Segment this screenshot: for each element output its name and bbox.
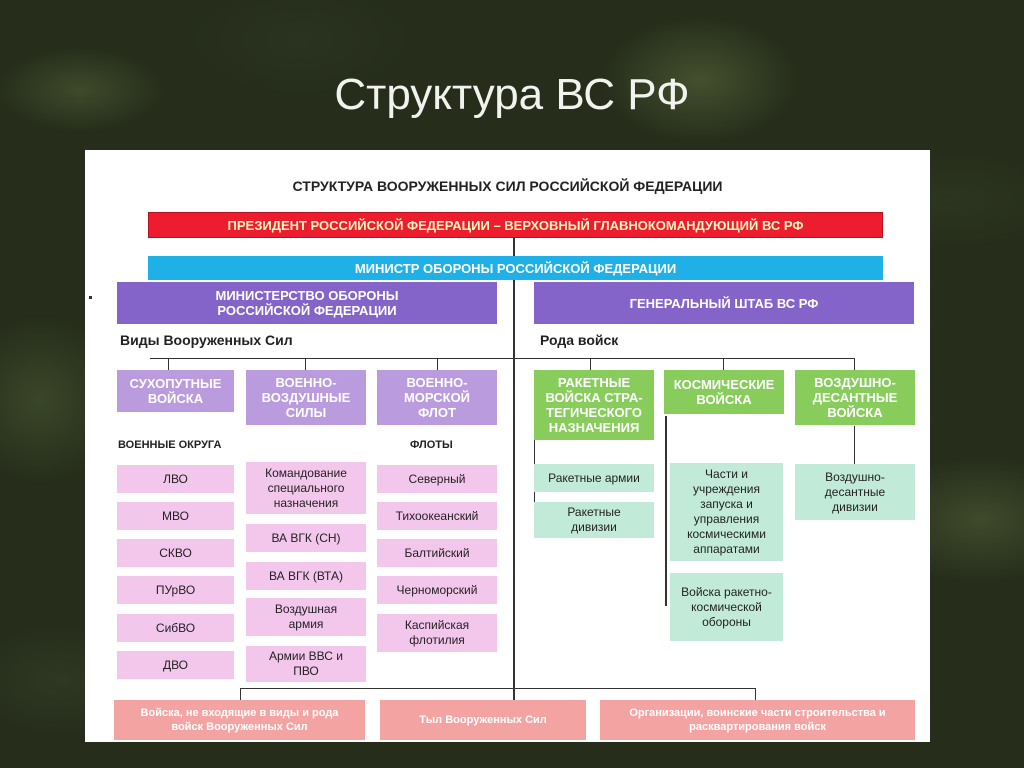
arm-space-forces: КОСМИЧЕСКИЕ ВОЙСКА xyxy=(664,370,784,414)
construction-box: Организации, воинские части строительств… xyxy=(600,700,915,740)
main-trunk-line xyxy=(513,238,515,700)
rocket-unit-item: Ракетные дивизии xyxy=(534,502,654,538)
president-box: ПРЕЗИДЕНТ РОССИЙСКОЙ ФЕДЕРАЦИИ – ВЕРХОВН… xyxy=(148,212,883,238)
bottom-connector-line xyxy=(240,688,755,689)
fleet-item: Тихоокеанский xyxy=(377,502,497,530)
minister-box: МИНИСТР ОБОРОНЫ РОССИЙСКОЙ ФЕДЕРАЦИИ xyxy=(148,256,883,280)
branch-ground-forces: СУХОПУТНЫЕ ВОЙСКА xyxy=(117,370,234,412)
fleets-label: ФЛОТЫ xyxy=(410,439,453,451)
district-item: ДВО xyxy=(117,651,234,679)
connector-airborne xyxy=(854,358,855,372)
air-unit-item: ВА ВГК (ВТА) xyxy=(246,562,366,590)
general-staff-box: ГЕНЕРАЛЬНЫЙ ШТАБ ВС РФ xyxy=(534,282,914,324)
fleet-item: Черноморский xyxy=(377,576,497,604)
air-unit-item: Командование специального назначения xyxy=(246,462,366,514)
airborne-units-line xyxy=(854,426,855,466)
district-item: СКВО xyxy=(117,539,234,567)
districts-label: ВОЕННЫЕ ОКРУГА xyxy=(118,439,222,451)
fleet-item: Северный xyxy=(377,465,497,493)
diagram-panel xyxy=(85,150,930,742)
district-item: ЛВО xyxy=(117,465,234,493)
branches-connector-line xyxy=(150,358,855,359)
connector-bottom-right xyxy=(755,688,756,700)
slide-title: Структура ВС РФ xyxy=(334,70,690,119)
district-item: МВО xyxy=(117,502,234,530)
branch-air-force: ВОЕННО-ВОЗДУШНЫЕ СИЛЫ xyxy=(246,370,366,425)
district-item: СибВО xyxy=(117,614,234,642)
space-unit-item: Части и учреждения запуска и управления … xyxy=(670,463,783,561)
stray-mark xyxy=(89,296,92,299)
fleet-item: Каспийская флотилия xyxy=(377,614,497,652)
connector-rocket xyxy=(590,358,591,372)
district-item: ПУрВО xyxy=(117,576,234,604)
rocket-unit-item: Ракетные армии xyxy=(534,464,654,492)
space-unit-item: Войска ракетно-космической обороны xyxy=(670,573,783,641)
connector-air xyxy=(305,358,306,372)
connector-space xyxy=(723,358,724,372)
arms-label: Рода войск xyxy=(540,332,619,348)
connector-ground xyxy=(168,358,169,372)
connector-navy xyxy=(437,358,438,372)
air-unit-item: Воздушная армия xyxy=(246,598,366,636)
air-unit-item: ВА ВГК (СН) xyxy=(246,524,366,552)
airborne-unit-item: Воздушно-десантные дивизии xyxy=(795,464,915,520)
fleet-item: Балтийский xyxy=(377,539,497,567)
other-troops-box: Войска, не входящие в виды и рода войск … xyxy=(114,700,365,740)
space-units-line xyxy=(665,416,667,606)
ministry-box: МИНИСТЕРСТВО ОБОРОНЫ РОССИЙСКОЙ ФЕДЕРАЦИ… xyxy=(117,282,497,324)
air-unit-item: Армии ВВС и ПВО xyxy=(246,646,366,682)
arm-strategic-rocket-forces: РАКЕТНЫЕ ВОЙСКА СТРА-ТЕГИЧЕСКОГО НАЗНАЧЕ… xyxy=(534,370,654,440)
branch-navy: ВОЕННО-МОРСКОЙ ФЛОТ xyxy=(377,370,497,425)
diagram-title: СТРУКТУРА ВООРУЖЕННЫХ СИЛ РОССИЙСКОЙ ФЕД… xyxy=(292,178,723,194)
rear-services-box: Тыл Вооруженных Сил xyxy=(380,700,586,740)
branches-label: Виды Вооруженных Сил xyxy=(120,332,293,348)
connector-bottom-left xyxy=(240,688,241,700)
arm-airborne-forces: ВОЗДУШНО-ДЕСАНТНЫЕ ВОЙСКА xyxy=(795,370,915,425)
